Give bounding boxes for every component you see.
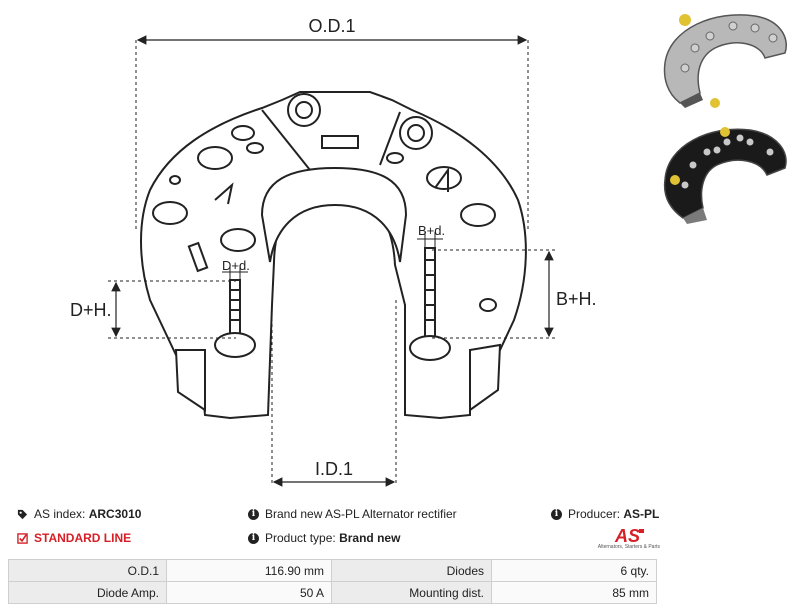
- rectifier-technical-drawing: O.D.1: [70, 14, 597, 487]
- as-index-label: AS index:: [34, 507, 86, 521]
- spec-value: 85 mm: [491, 581, 657, 604]
- spec-label: Diode Amp.: [8, 581, 167, 604]
- spec-table: O.D.1 116.90 mm Diodes 6 qty. Diode Amp.…: [8, 559, 792, 604]
- checkbox-icon: [17, 533, 28, 545]
- table-row: Diode Amp. 50 A Mounting dist. 85 mm: [8, 581, 792, 604]
- diode-features: [152, 93, 497, 312]
- id-dimension: I.D.1: [271, 300, 397, 487]
- screw-right: [409, 247, 451, 361]
- od-label: O.D.1: [308, 16, 355, 36]
- screw-left: [214, 279, 256, 358]
- producer-value: AS-PL: [623, 507, 660, 521]
- dh-label: D+H.: [70, 300, 112, 320]
- spec-label: O.D.1: [8, 559, 167, 582]
- logo-text: AS: [614, 526, 640, 546]
- logo-subtitle: Alternators, Starters & Parts: [597, 544, 660, 550]
- bd-dimension: B+d.: [417, 223, 445, 248]
- producer-row: i Producer: AS-PL: [551, 507, 659, 521]
- spec-value: 6 qty.: [491, 559, 657, 582]
- standard-line-row: STANDARD LINE: [17, 531, 131, 545]
- description-row: i Brand new AS-PL Alternator rectifier: [248, 507, 457, 521]
- tag-icon: [17, 510, 28, 520]
- product-photo-bottom[interactable]: [655, 120, 795, 225]
- bh-dimension: B+H.: [432, 249, 597, 339]
- dd-label: D+d.: [222, 258, 250, 273]
- as-index-row: AS index: ARC3010: [17, 507, 141, 521]
- as-pl-logo: AS: [614, 526, 644, 546]
- product-photo-top[interactable]: [655, 8, 795, 113]
- info-icon: i: [551, 509, 562, 521]
- description-text: Brand new AS-PL Alternator rectifier: [265, 507, 457, 521]
- rectifier-body: [140, 91, 527, 420]
- as-index-value: ARC3010: [88, 507, 142, 521]
- spec-label: Mounting dist.: [331, 581, 492, 604]
- product-type-label: Product type:: [265, 531, 336, 545]
- product-type-value: Brand new: [339, 531, 401, 545]
- table-row: O.D.1 116.90 mm Diodes 6 qty.: [8, 559, 792, 582]
- info-icon: i: [248, 533, 259, 545]
- info-icon: i: [248, 509, 259, 521]
- product-type-row: i Product type: Brand new: [248, 531, 400, 545]
- dh-dimension: D+H.: [70, 280, 236, 339]
- dd-dimension: D+d.: [222, 258, 250, 282]
- id-label: I.D.1: [315, 459, 353, 479]
- producer-label: Producer:: [568, 507, 621, 521]
- bh-label: B+H.: [556, 289, 597, 309]
- spec-label: Diodes: [331, 559, 492, 582]
- spec-value: 50 A: [166, 581, 332, 604]
- standard-line-label: STANDARD LINE: [34, 531, 132, 545]
- bd-label: B+d.: [418, 223, 445, 238]
- spec-value: 116.90 mm: [166, 559, 332, 582]
- od-dimension: O.D.1: [135, 14, 529, 230]
